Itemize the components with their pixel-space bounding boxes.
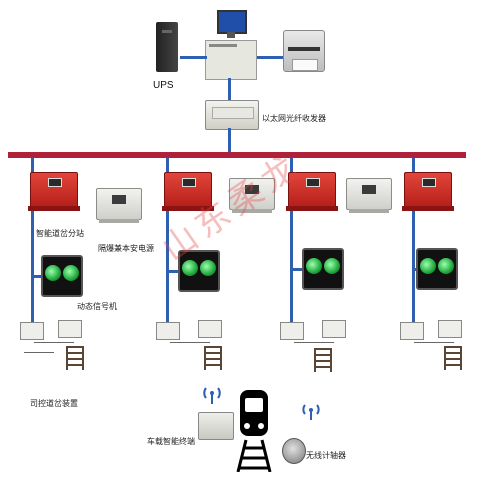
smart-controller-1 xyxy=(28,172,80,211)
computer-icon xyxy=(205,10,257,80)
link-signal-2 xyxy=(166,270,178,273)
train-icon xyxy=(236,390,272,473)
signal-light-3 xyxy=(302,248,344,290)
signal-light-2 xyxy=(178,250,220,292)
vehicle-terminal-label: 车载智能终端 xyxy=(147,437,195,446)
power-box-3 xyxy=(346,178,392,213)
power-box-label: 隔爆兼本安电源 xyxy=(98,244,154,253)
axle-counter-icon xyxy=(282,438,306,464)
link-transceiver-bus xyxy=(228,128,231,152)
switch-device-3 xyxy=(274,318,354,374)
drop-4 xyxy=(412,158,415,323)
wireless-signal-icon xyxy=(202,382,222,404)
switch-device-1 xyxy=(14,318,94,374)
drop-2 xyxy=(166,158,169,323)
ups-label: UPS xyxy=(153,80,174,91)
axle-counter-label: 无线计轴器 xyxy=(306,451,346,460)
drop-1 xyxy=(31,158,34,323)
wireless-signal-icon-2 xyxy=(302,400,320,420)
link-pc-printer xyxy=(257,56,283,59)
printer-icon xyxy=(283,30,325,72)
fiber-transceiver-label: 以太网光纤收发器 xyxy=(262,114,326,123)
smart-controller-3 xyxy=(286,172,338,211)
drop-3 xyxy=(290,158,293,323)
signal-light-label: 动态信号机 xyxy=(77,302,117,311)
fiber-transceiver-icon xyxy=(205,100,259,130)
switch-device-label: 司控道岔装置 xyxy=(30,399,78,408)
ups-icon xyxy=(156,22,178,72)
smart-controller-4 xyxy=(402,172,454,211)
signal-light-4 xyxy=(416,248,458,290)
power-box-2 xyxy=(229,178,275,213)
vehicle-terminal-icon xyxy=(198,412,234,440)
network-bus xyxy=(8,152,466,158)
signal-light-1 xyxy=(41,255,83,297)
link-signal-3 xyxy=(290,268,302,271)
link-pc-transceiver xyxy=(228,78,231,100)
switch-device-2 xyxy=(150,318,230,374)
link-signal-1 xyxy=(31,275,41,278)
smart-controller-2 xyxy=(162,172,214,211)
link-ups-pc xyxy=(180,56,207,59)
power-box-1 xyxy=(96,188,142,223)
smart-controller-label: 智能道岔分站 xyxy=(36,229,84,238)
switch-device-4 xyxy=(394,318,474,374)
